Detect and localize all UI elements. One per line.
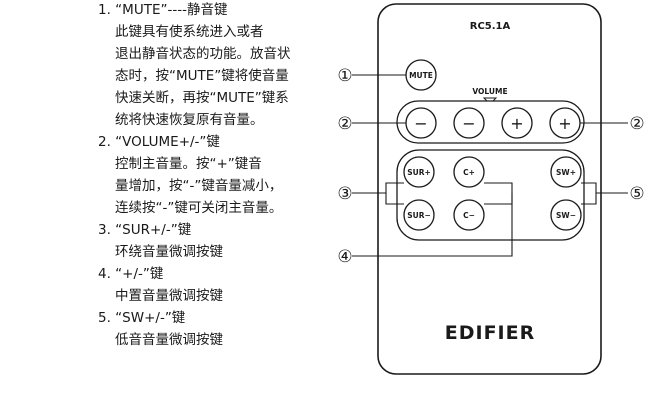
volume-minus-label-1: − (414, 114, 427, 133)
center-plus-label: C+ (463, 168, 475, 177)
callout-number-4: ④ (337, 247, 352, 267)
instruction-mute-text-4: 快速关断，再按“MUTE”键系 (115, 90, 289, 106)
sur-minus-button[interactable]: SUR− (403, 199, 435, 231)
instruction-volume-heading: 2. “VOLUME+/-”键 (98, 134, 220, 150)
instruction-mute-text-2: 退出静音状态的功能。放音状 (115, 46, 291, 62)
center-minus-button[interactable]: C− (453, 199, 485, 231)
remote-model-label: RC5.1A (470, 21, 511, 32)
instruction-sw-text: 低音音量微调按键 (115, 332, 223, 348)
instruction-mute-text-3: 态时，按“MUTE”键将使音量 (115, 68, 289, 84)
sur-plus-button[interactable]: SUR+ (403, 156, 435, 188)
instruction-mute-text-5: 统将快速恢复原有音量。 (115, 112, 264, 128)
callout-number-5: ⑤ (629, 184, 644, 204)
mute-button-label: MUTE (409, 71, 433, 80)
sw-plus-button[interactable]: SW+ (550, 156, 582, 188)
instruction-center-heading: 4. “+/-”键 (98, 266, 164, 282)
channel-trim-panel (396, 149, 585, 241)
sw-minus-label: SW− (556, 211, 576, 220)
volume-button-panel (396, 100, 585, 144)
instruction-sur-text: 环绕音量微调按键 (115, 244, 223, 260)
mute-button[interactable]: MUTE (405, 59, 437, 91)
instruction-volume-text-3: 连续按“-”键可关闭主音量。 (115, 200, 283, 216)
instruction-volume-text-2: 量增加，按“-”键音量减小， (115, 178, 283, 194)
callout-line-4 (352, 193, 513, 257)
instruction-sw-heading: 5. “SW+/-”键 (98, 310, 186, 326)
volume-plus-label-2: + (558, 114, 571, 133)
volume-plus-button-2[interactable]: + (549, 107, 581, 139)
volume-minus-button-2[interactable]: − (453, 107, 485, 139)
center-plus-button[interactable]: C+ (453, 156, 485, 188)
sur-plus-label: SUR+ (407, 168, 431, 177)
volume-minus-label-2: − (462, 114, 475, 133)
volume-minus-button-1[interactable]: − (405, 107, 437, 139)
center-minus-label: C− (463, 211, 475, 220)
brand-logo: EDIFIER (445, 322, 535, 344)
instruction-sur-heading: 3. “SUR+/-”键 (98, 222, 192, 238)
sur-minus-label: SUR− (407, 211, 431, 220)
instruction-mute-heading: 1. “MUTE”----静音键 (98, 2, 228, 18)
instruction-mute-text-1: 此键具有使系统进入或者 (115, 24, 264, 40)
callout-number-2-right: ② (629, 114, 644, 134)
button-instructions: 1. “MUTE”----静音键 此键具有使系统进入或者 退出静音状态的功能。放… (98, 2, 291, 348)
callout-number-2-left: ② (337, 114, 352, 134)
volume-plus-label-1: + (510, 114, 523, 133)
volume-plus-button-1[interactable]: + (501, 107, 533, 139)
instruction-center-text: 中置音量微调按键 (115, 288, 223, 304)
sw-plus-label: SW+ (556, 168, 576, 177)
callout-number-3: ③ (337, 184, 352, 204)
instruction-volume-text-1: 控制主音量。按“+”键音 (115, 156, 262, 172)
volume-label: VOLUME (472, 87, 507, 96)
callout-number-1: ① (337, 66, 352, 86)
sw-minus-button[interactable]: SW− (550, 199, 582, 231)
